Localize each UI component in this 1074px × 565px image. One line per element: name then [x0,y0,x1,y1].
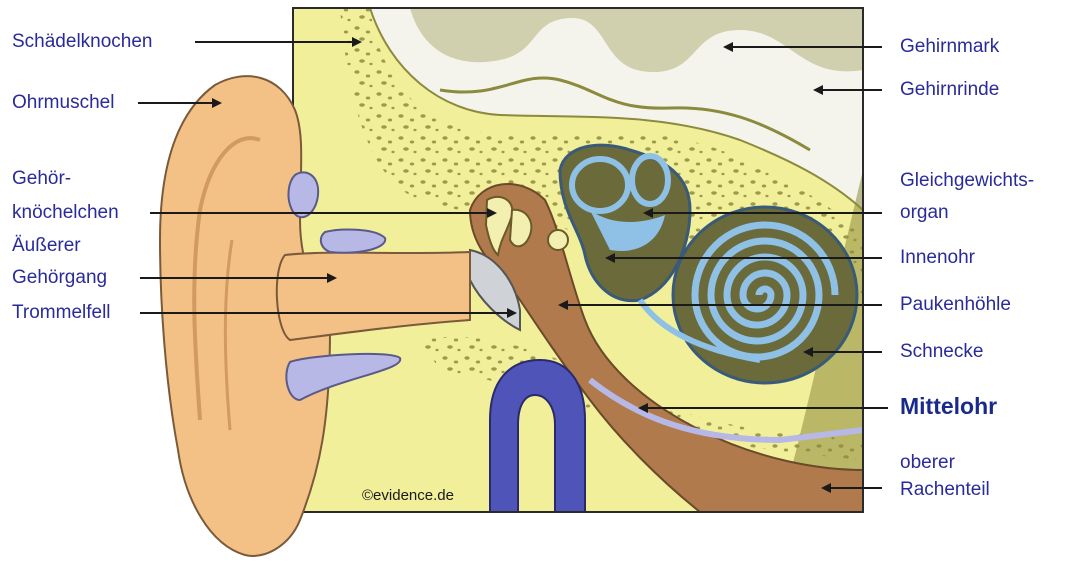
label-balance-line1: Gleichgewichts- [900,169,1034,193]
label-skull-bone: Schädelknochen [12,30,153,54]
label-pinna: Ohrmuschel [12,91,114,115]
label-brain-cortex: Gehirnrinde [900,78,999,102]
label-inner-ear: Innenohr [900,246,975,270]
label-ear-canal-line1: Äußerer [12,234,81,258]
label-brain-medulla: Gehirnmark [900,35,999,59]
label-cochlea: Schnecke [900,340,983,364]
label-eardrum: Trommelfell [12,301,111,325]
label-middle-ear: Mittelohr [900,394,997,418]
label-ear-canal-line2: Gehörgang [12,266,107,290]
label-balance-line2: organ [900,201,949,225]
label-ossicles-line2: knöchelchen [12,201,119,225]
copyright-text: ©evidence.de [362,487,454,504]
label-pharynx-line1: oberer [900,451,955,475]
label-pharynx-line2: Rachenteil [900,478,990,502]
label-ossicles-line1: Gehör- [12,167,71,191]
label-tympanic-cavity: Paukenhöhle [900,293,1011,317]
